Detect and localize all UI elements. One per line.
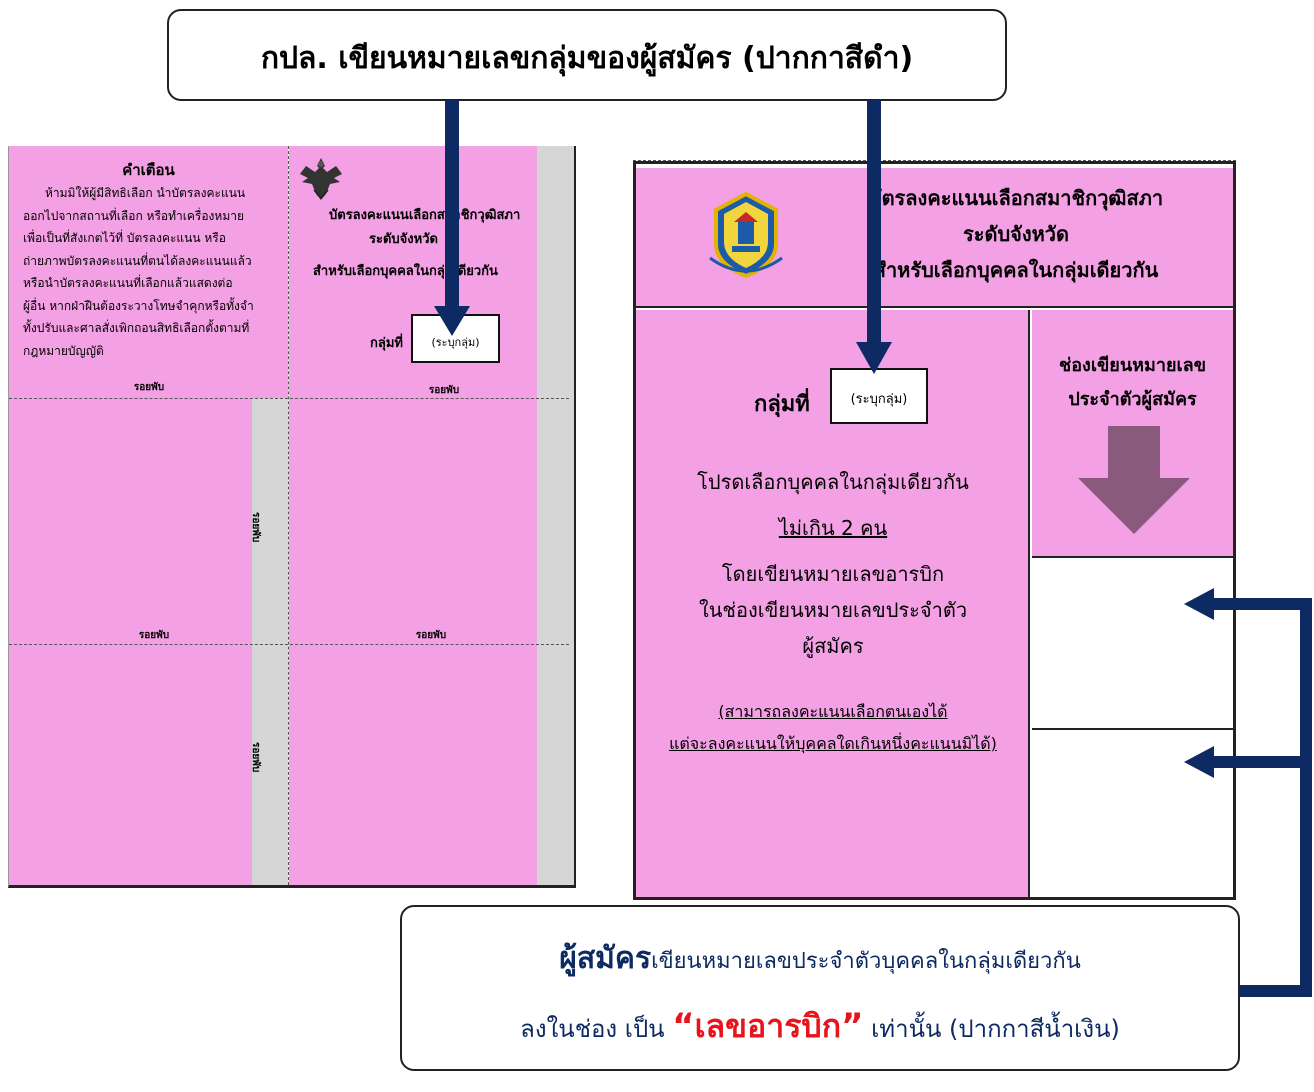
right-ballot: บัตรลงคะแนนเลือกสมาชิกวุฒิสภา ระดับจังหว… — [633, 160, 1236, 900]
down-arrow-icon — [1078, 426, 1190, 534]
note-line: แต่จะลงคะแนนให้บุคคลใดเกินหนึ่งคะแนนมิได… — [669, 734, 997, 753]
quote-close: ” — [841, 1006, 864, 1046]
bottom-callout: ผู้สมัครเขียนหมายเลขประจำตัวบุคคลในกลุ่ม… — [400, 905, 1240, 1071]
left-ballot: คำเตือน ห้ามมิให้ผู้มีสิทธิเลือก นำบัตรล… — [8, 146, 576, 888]
warning-line: ถ่ายภาพบัตรลงคะแนนที่ตนได้ลงคะแนนแล้ว — [23, 253, 252, 268]
warning-line: เพื่อเป็นที่สังเกตไว้ที่ บัตรลงคะแนน หรื… — [23, 231, 226, 245]
bottom-callout-text: เขียนหมายเลขประจำตัวบุคคลในกลุ่มเดียวกัน — [651, 949, 1081, 974]
note-line: (สามารถลงคะแนนเลือกตนเองได้ — [718, 702, 948, 721]
left-group-placeholder: (ระบุกลุ่ม) — [431, 336, 480, 349]
id-header-line: ช่องเขียนหมายเลข — [1059, 355, 1206, 376]
id-header-line: ประจำตัวผู้สมัคร — [1068, 389, 1197, 410]
fold-line-h1 — [9, 398, 569, 399]
right-ballot-title-2: ระดับจังหวัด — [962, 222, 1070, 246]
quote-open: “ — [672, 1006, 695, 1046]
warning-line: ผู้อื่น หากฝ่าฝืนต้องระวางโทษจำคุกหรือทั… — [23, 298, 254, 313]
warning-line: หรือนำบัตรลงคะแนนที่เลือกแล้วแสดงต่อ — [23, 276, 233, 290]
left-ballot-cell-2 — [289, 398, 537, 885]
fold-label-vertical: รอยพับ — [250, 512, 261, 543]
left-ballot-fold-strip — [252, 398, 288, 885]
fold-label: รอยพับ — [133, 382, 165, 393]
left-ballot-margin-strip — [537, 146, 574, 885]
instruction-line: ผู้สมัคร — [802, 634, 864, 658]
fold-label: รอยพับ — [428, 385, 460, 396]
right-ballot-title-1: บัตรลงคะแนนเลือกสมาชิกวุฒิสภา — [868, 186, 1164, 210]
left-ballot-title-2: ระดับจังหวัด — [369, 232, 438, 247]
fold-label-vertical: รอยพับ — [250, 742, 261, 773]
warning-title: คำเตือน — [122, 161, 175, 179]
bottom-callout-line-2: ลงในช่อง เป็น “เลขอารบิก” เท่านั้น (ปากก… — [402, 1001, 1238, 1052]
left-group-box[interactable]: (ระบุกลุ่ม) — [411, 314, 500, 363]
warning-line: ห้ามมิให้ผู้มีสิทธิเลือก นำบัตรลงคะแนน — [45, 186, 246, 200]
warning-text: ห้ามมิให้ผู้มีสิทธิเลือก นำบัตรลงคะแนน อ… — [23, 182, 285, 362]
fold-line-v1 — [288, 146, 289, 885]
top-callout-text: กปล. เขียนหมายเลขกลุ่มของผู้สมัคร (ปากกา… — [260, 41, 914, 76]
right-group-box[interactable]: (ระบุกลุ่ม) — [830, 368, 928, 424]
right-group-label: กลุ่มที่ — [754, 392, 810, 417]
bottom-callout-line-1: ผู้สมัครเขียนหมายเลขประจำตัวบุคคลในกลุ่ม… — [402, 935, 1238, 982]
election-commission-logo-icon — [709, 191, 783, 279]
left-ballot-title-1: บัตรลงคะแนนเลือกสมาชิกวุฒิสภา — [329, 208, 521, 223]
arabic-numeral-emphasis: เลขอารบิก — [694, 1007, 842, 1045]
left-ballot-top-left — [9, 146, 288, 398]
fold-label: รอยพับ — [415, 630, 447, 641]
instruction-limit: ไม่เกิน 2 คน — [778, 516, 888, 540]
instruction-line: โดยเขียนหมายเลขอารบิก — [721, 562, 945, 586]
top-callout: กปล. เขียนหมายเลขกลุ่มของผู้สมัคร (ปากกา… — [167, 9, 1007, 101]
bottom-callout-emphasis: ผู้สมัคร — [559, 941, 652, 976]
warning-line: กฎหมายบัญญัติ — [23, 343, 104, 358]
left-group-label: กลุ่มที่ — [370, 336, 403, 351]
candidate-id-box-2[interactable] — [1032, 732, 1233, 897]
right-ballot-top-perforation — [633, 160, 1236, 161]
left-ballot-cell-1 — [9, 398, 252, 885]
bottom-callout-text: เท่านั้น (ปากกาสีน้ำเงิน) — [871, 1015, 1120, 1043]
right-group-placeholder: (ระบุกลุ่ม) — [850, 392, 908, 407]
right-ballot-title-3: สำหรับเลือกบุคคลในกลุ่มเดียวกัน — [873, 258, 1159, 282]
candidate-id-box-1[interactable] — [1032, 560, 1233, 730]
fold-line-h2 — [9, 644, 569, 645]
garuda-emblem-icon — [300, 158, 342, 200]
left-ballot-title-3: สำหรับเลือกบุคคลในกลุ่มเดียวกัน — [313, 264, 498, 279]
instruction-line: ในช่องเขียนหมายเลขประจำตัว — [698, 598, 968, 622]
instruction-line: โปรดเลือกบุคคลในกลุ่มเดียวกัน — [697, 470, 969, 494]
fold-label: รอยพับ — [138, 630, 170, 641]
warning-line: ทั้งปรับและศาลสั่งเพิกถอนสิทธิเลือกตั้งต… — [23, 321, 250, 335]
bottom-callout-text: ลงในช่อง เป็น — [520, 1015, 665, 1043]
warning-line: ออกไปจากสถานที่เลือก หรือทำเครื่องหมาย — [23, 208, 244, 223]
